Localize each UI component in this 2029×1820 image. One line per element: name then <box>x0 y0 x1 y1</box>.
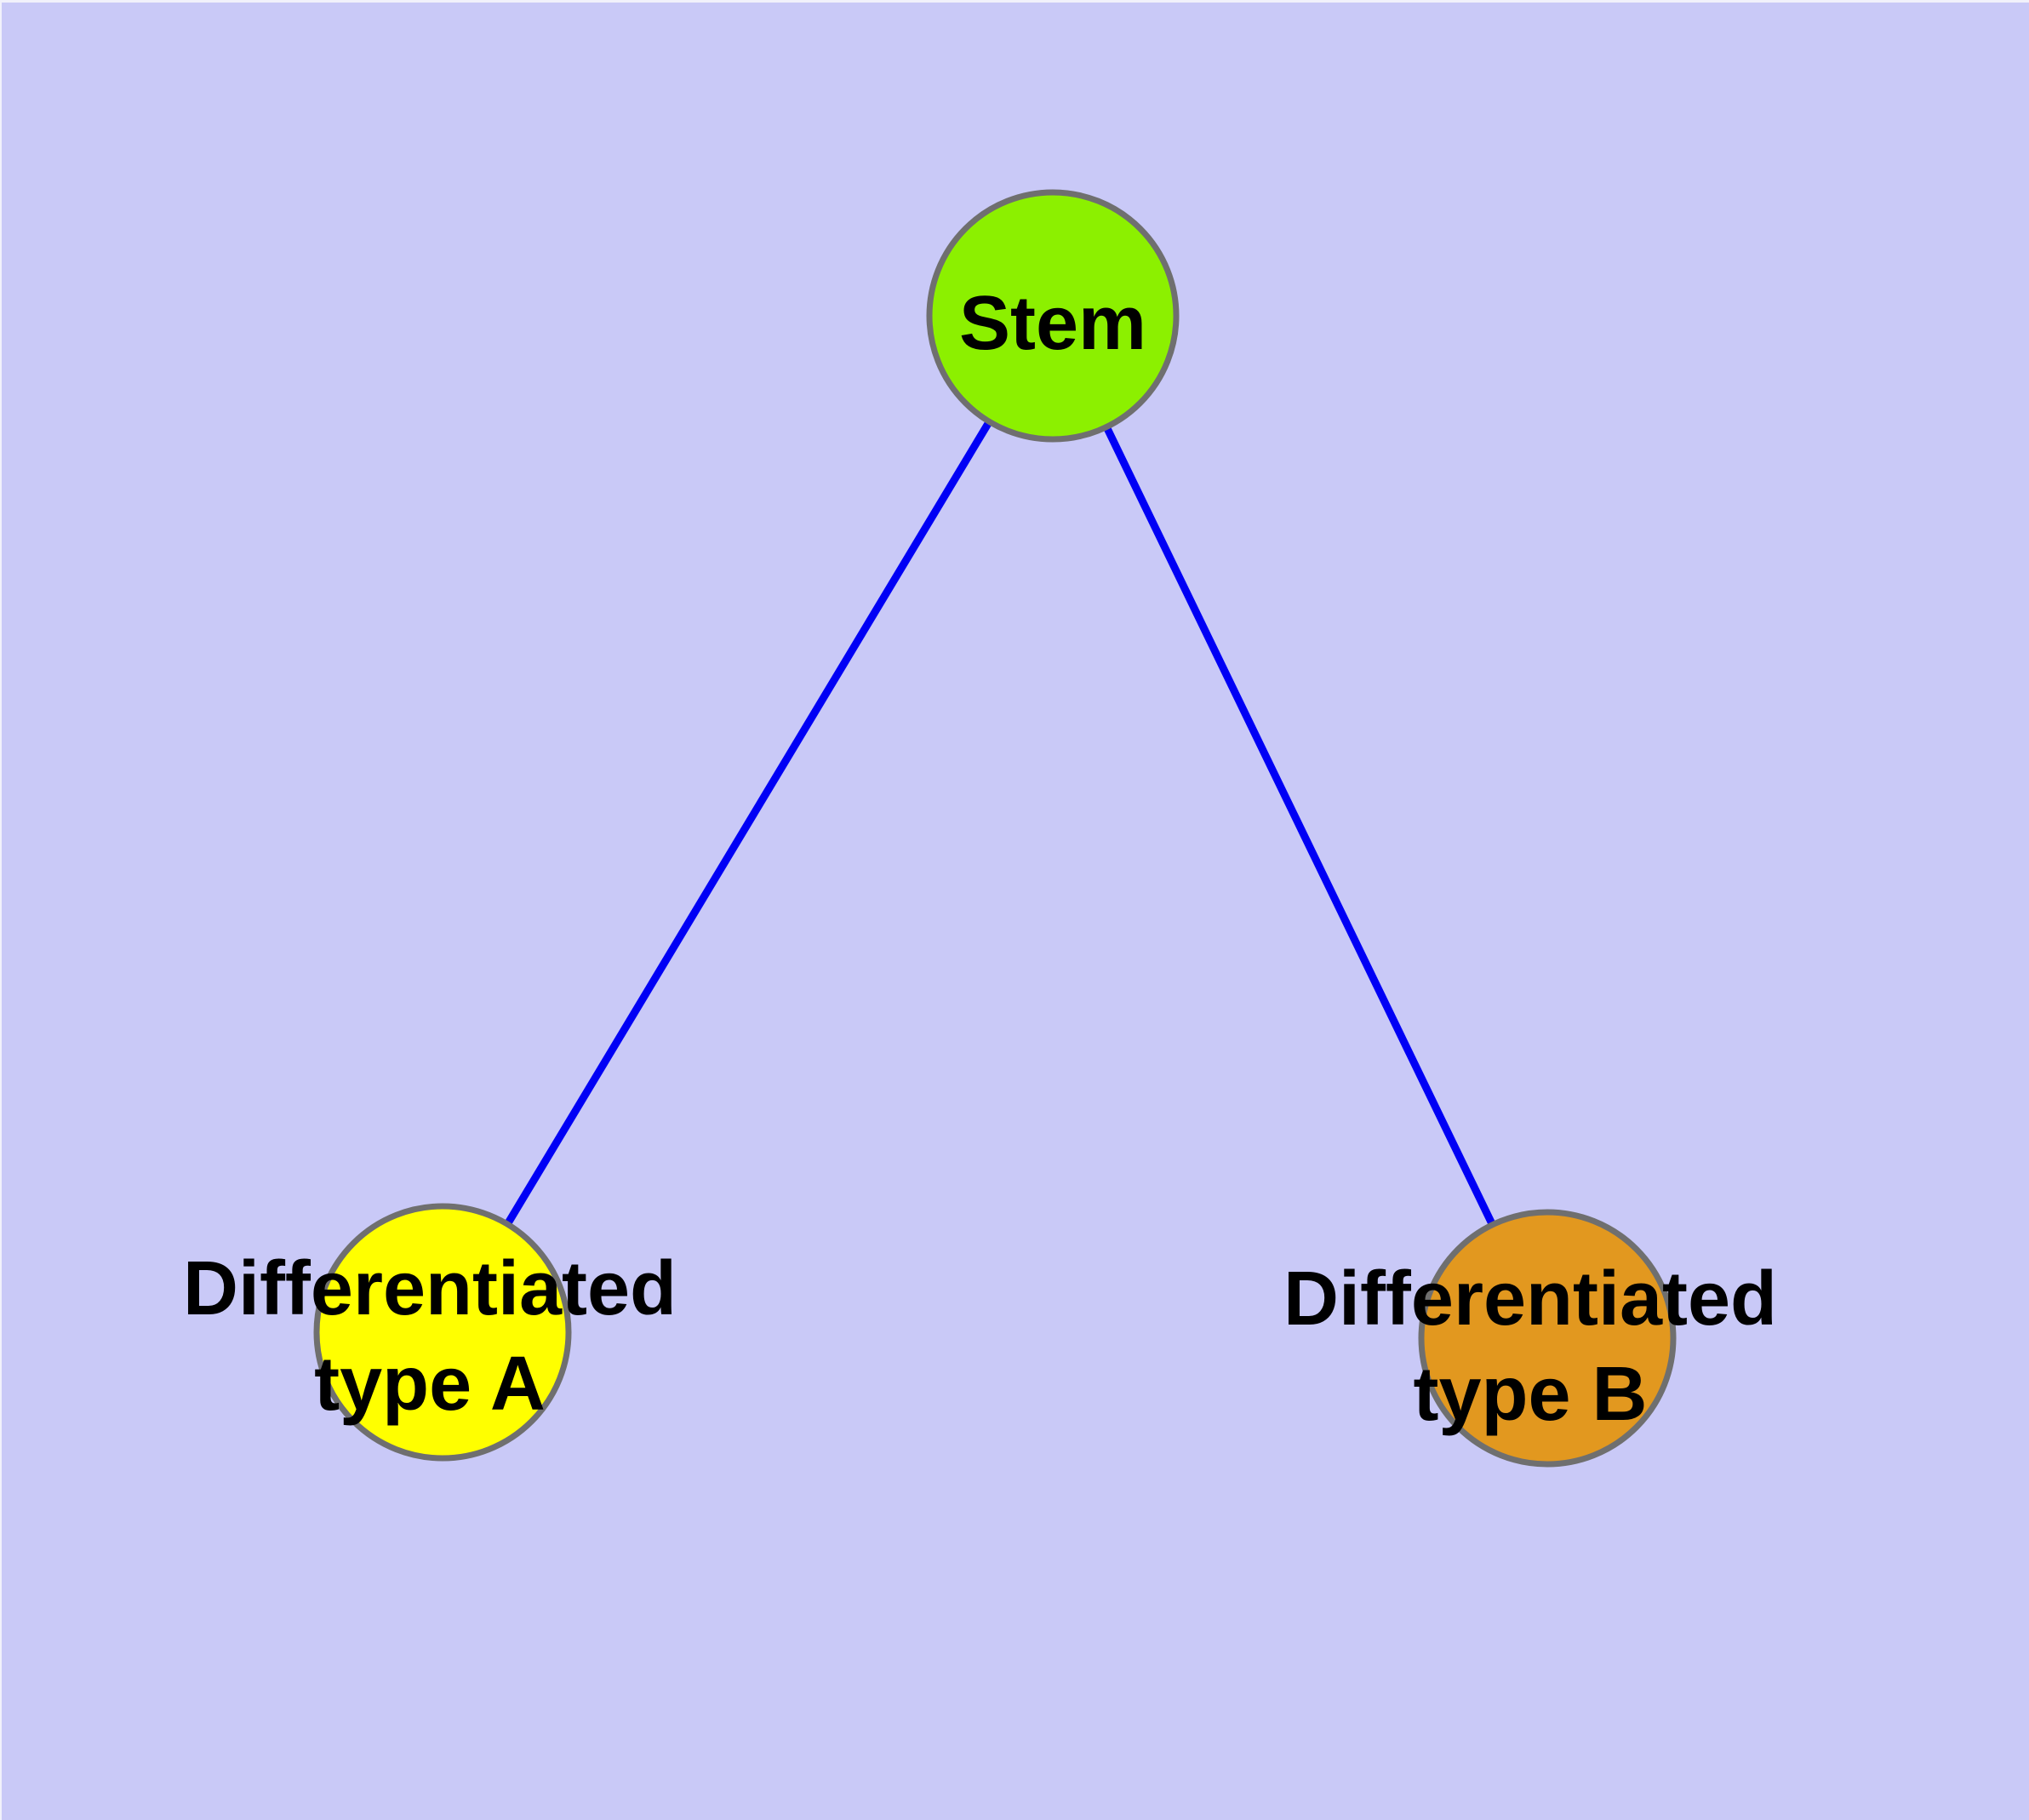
node-type-a-label-line1: Differentiated <box>183 1246 677 1331</box>
node-type-b-label-line1: Differentiated <box>1283 1256 1777 1342</box>
node-type-b-label-line2: type B <box>1413 1352 1647 1437</box>
edge-stem-to-type-a <box>439 313 1056 1335</box>
node-type-a-label-line2: type A <box>314 1342 546 1427</box>
edge-stem-to-type-b <box>1049 314 1552 1340</box>
left-edge-hairline <box>0 0 2 1820</box>
node-stem-circle <box>926 189 1180 443</box>
node-type-a-circle <box>313 1203 572 1462</box>
node-type-b-circle <box>1418 1209 1677 1468</box>
node-stem-label: Stem <box>959 281 1146 366</box>
top-edge-hairline <box>0 0 2029 3</box>
